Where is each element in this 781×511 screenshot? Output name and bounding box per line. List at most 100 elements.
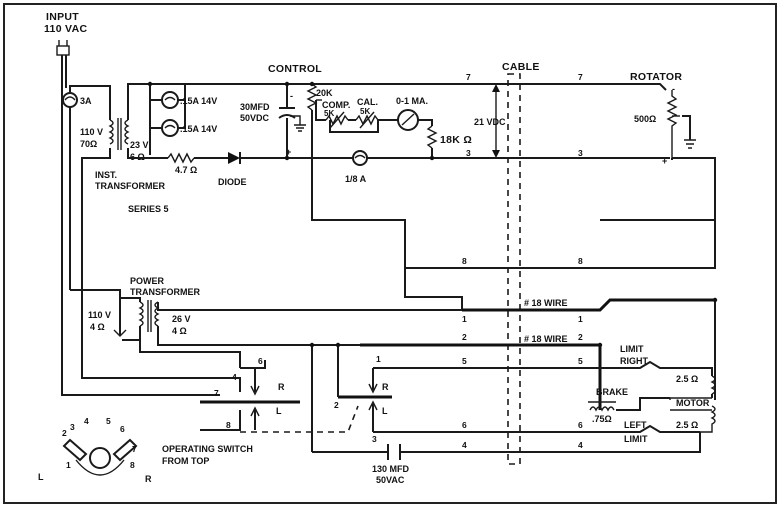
dial-terminal-2: 2 [62, 428, 67, 438]
limit-left-label-1: LEFT [624, 420, 647, 430]
terminal-8-right: 8 [578, 256, 583, 266]
switch-b-terminal-1: 1 [376, 354, 381, 364]
input-plug [56, 40, 70, 72]
switch-a-l-label: L [276, 406, 282, 416]
operating-switch-caption-1: OPERATING SWITCH [162, 444, 253, 454]
resistor-4-7-label: 4.7 Ω [175, 165, 197, 175]
cap-130mfd-value: 130 MFD [372, 464, 410, 474]
switch-mechanical-linkage [240, 405, 359, 433]
dial-terminal-4: 4 [84, 416, 89, 426]
comp-value: 5K [324, 109, 334, 118]
motor-winding-top-ohms: 2.5 Ω [676, 374, 698, 384]
switch-b-r-label: R [382, 382, 389, 392]
ground-icon-control [294, 118, 306, 132]
section-cable-label: CABLE [502, 61, 540, 73]
dial-l-label: L [38, 472, 44, 482]
comp-5k-symbol [325, 114, 349, 126]
operating-switch-caption-2: FROM TOP [162, 456, 209, 466]
brake-ohms: .75Ω [592, 414, 612, 424]
rotator-minus: - [672, 84, 675, 94]
switch-a-terminal-4: 4 [232, 372, 237, 382]
switch-b-terminal-3: 3 [372, 434, 377, 444]
switch-a-terminal-7: 7 [214, 388, 219, 398]
cap-30mfd-value: 30MFD [240, 102, 270, 112]
switch-a-terminal-8: 8 [226, 420, 231, 430]
dial-r-label: R [145, 474, 152, 484]
terminal-3-left: 3 [466, 148, 471, 158]
inst-transformer-label-1: INST. [95, 170, 117, 180]
switch-b-l-label: L [382, 406, 388, 416]
terminal-1-left: 1 [462, 314, 467, 324]
inst-secondary-voltage: 23 V [130, 140, 149, 150]
terminal-1-right: 1 [578, 314, 583, 324]
fuse-3a-label: 3A [80, 96, 92, 106]
dial-terminal-1: 1 [66, 460, 71, 470]
cap-30mfd-plus: + [286, 147, 291, 157]
section-rotator-label: ROTATOR [630, 71, 682, 83]
resistor-4-7-symbol [167, 152, 195, 164]
ground-icon-rotator [684, 139, 696, 149]
cap-130mfd-voltage: 50VAC [376, 475, 405, 485]
pot-20k-symbol [306, 83, 318, 111]
terminal-2-left: 2 [462, 332, 467, 342]
switch-a-r-label: R [278, 382, 285, 392]
brake-coil-symbol [589, 406, 615, 412]
terminal-6-right: 6 [578, 420, 583, 430]
pot-20k-label: 20K [316, 88, 333, 98]
limit-right-label-1: LIMIT [620, 344, 644, 354]
terminal-5-right: 5 [578, 356, 583, 366]
switch-b-terminal-2: 2 [334, 400, 339, 410]
fuse-1-8a-label: 1/8 A [345, 174, 367, 184]
limit-right-label-2: RIGHT [620, 356, 649, 366]
input-label-line-2: 110 VAC [44, 23, 87, 35]
series-label: SERIES 5 [128, 204, 169, 214]
terminal-2-right: 2 [578, 332, 583, 342]
resistor-18k-symbol [426, 125, 438, 149]
diode-icon [228, 152, 240, 164]
switch-a-terminal-6: 6 [258, 356, 263, 366]
dial-terminal-8: 8 [130, 460, 135, 470]
meter-label: 0-1 MA. [396, 96, 428, 106]
dial-terminal-3: 3 [70, 422, 75, 432]
cal-label: CAL. [357, 97, 378, 107]
power-xfmr-secondary [154, 301, 160, 327]
diagram-border [3, 3, 777, 504]
operating-switch-section-a [200, 360, 300, 431]
comp-label: COMP. [322, 100, 350, 110]
motor-winding-bottom-ohms: 2.5 Ω [676, 420, 698, 430]
brake-label: BRAKE [596, 387, 628, 397]
power-xfmr-primary [138, 301, 144, 327]
resistor-18k-label: 18K Ω [440, 134, 472, 146]
power-secondary-ohms: 4 Ω [172, 326, 187, 336]
power-primary-ohms: 4 Ω [90, 322, 105, 332]
rotator-pot-label: 500Ω [634, 114, 656, 124]
terminal-5-left: 5 [462, 356, 467, 366]
inst-primary-voltage: 110 V [80, 127, 103, 137]
terminal-8-left: 8 [462, 256, 467, 266]
wire-18-label-a: # 18 WIRE [524, 298, 568, 308]
dial-terminal-7: 7 [132, 444, 137, 454]
power-secondary-voltage: 26 V [172, 314, 191, 324]
fuse-1-8a-icon [352, 150, 368, 166]
motor-winding-bottom [700, 405, 716, 433]
input-label-line-1: INPUT [46, 11, 79, 23]
cap-30mfd-minus: - [290, 91, 293, 101]
diode-label: DIODE [218, 177, 247, 187]
section-control-label: CONTROL [268, 63, 322, 75]
inst-primary-ohms: 70Ω [80, 139, 97, 149]
motor-label: MOTOR [676, 398, 710, 408]
inst-transformer [108, 118, 130, 150]
junction-dots [147, 81, 718, 348]
power-transformer-label-1: POWER [130, 276, 165, 286]
terminal-6-left: 6 [462, 420, 467, 430]
cal-value: 5K [360, 107, 370, 116]
limit-left-label-2: LIMIT [624, 434, 648, 444]
lamp-2-rating: .15A 14V [180, 124, 217, 134]
operating-switch-section-b [337, 345, 392, 432]
terminal-7-left: 7 [466, 72, 471, 82]
terminal-7-right: 7 [578, 72, 583, 82]
lamp-1-rating: .15A 14V [180, 96, 217, 106]
voltage-21vdc-label: 21 VDC [474, 117, 506, 127]
